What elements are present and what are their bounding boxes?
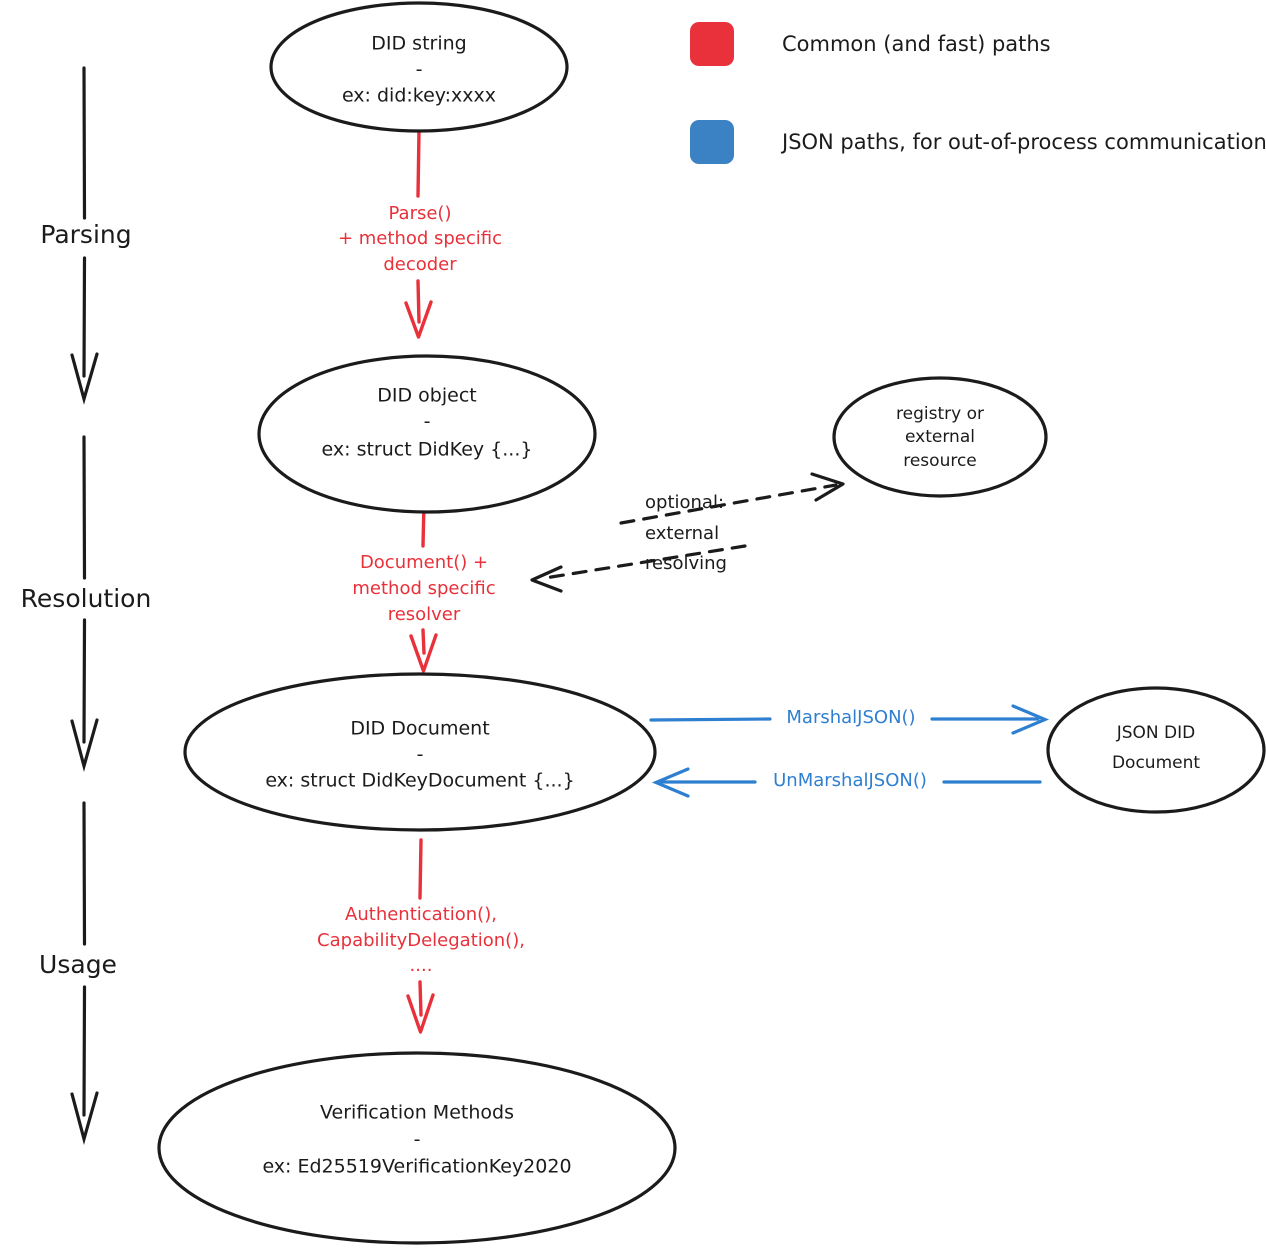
edge-document-arrowhead	[409, 633, 438, 673]
timeline-arrowhead-parsing	[70, 352, 99, 405]
node-did-string[interactable]: DID string - ex: did:key:xxxx	[269, 1, 569, 133]
node-did-object-example: ex: struct DidKey {...}	[322, 439, 533, 461]
edge-unmarshal-arrowhead	[651, 767, 690, 798]
node-registry[interactable]: registry or external resource	[832, 376, 1048, 498]
timeline-line-resolution-upper	[82, 435, 87, 580]
edge-document-label-line3: resolver	[388, 604, 461, 625]
node-verification-methods-example: ex: Ed25519VerificationKey2020	[262, 1156, 571, 1178]
edge-usage-arrowhead	[406, 993, 435, 1034]
node-did-object-title: DID object	[377, 385, 476, 407]
node-registry-line1: registry or	[896, 404, 984, 424]
node-registry-line2: external	[905, 427, 975, 447]
node-json-did-document-line2: Document	[1112, 753, 1200, 773]
edge-external-in-arrowhead	[530, 565, 563, 593]
edge-external-label-line1: optional:	[645, 492, 724, 513]
node-did-object-shape[interactable]	[257, 354, 597, 514]
node-did-string-shape[interactable]	[269, 1, 569, 133]
timeline-segment-usage: Usage	[39, 801, 117, 1146]
node-verification-methods[interactable]: Verification Methods - ex: Ed25519Verifi…	[157, 1051, 677, 1245]
timeline-label-parsing: Parsing	[40, 220, 131, 249]
edge-document: Document() + method specific resolver	[352, 500, 496, 673]
legend-item-json-paths: JSON paths, for out-of-process communica…	[690, 120, 1266, 164]
node-did-document-divider: -	[417, 744, 424, 766]
node-did-string-divider: -	[416, 59, 423, 81]
legend-label-json-paths: JSON paths, for out-of-process communica…	[782, 130, 1266, 154]
edge-parse-line-lower	[416, 279, 421, 324]
legend-swatch-blue	[690, 120, 734, 164]
edge-document-line-lower	[421, 628, 426, 655]
edge-parse: Parse() + method specific decoder	[338, 129, 502, 339]
timeline-line-parsing-lower	[82, 256, 87, 378]
edge-marshal-line-left	[649, 717, 772, 722]
node-json-did-document-line1: JSON DID	[1116, 723, 1196, 743]
edge-external-label-line3: resolving	[645, 553, 727, 574]
edge-usage-label-line3: ....	[410, 955, 433, 976]
node-did-document[interactable]: DID Document - ex: struct DidKeyDocument…	[183, 672, 657, 832]
timeline-segment-resolution: Resolution	[21, 435, 152, 773]
edge-usage: Authentication(), CapabilityDelegation()…	[317, 838, 525, 1034]
edge-unmarshal-json: UnMarshalJSON()	[651, 767, 1042, 798]
edge-document-label-line1: Document() +	[360, 552, 488, 573]
edge-external-label-line2: external	[645, 523, 719, 544]
edge-external-out-line	[619, 483, 838, 525]
node-did-string-title: DID string	[371, 33, 466, 55]
timeline-arrowhead-resolution	[70, 718, 99, 773]
timeline-label-resolution: Resolution	[21, 584, 152, 613]
node-registry-shape[interactable]	[832, 376, 1048, 498]
node-did-object-divider: -	[424, 411, 431, 433]
node-did-document-shape[interactable]	[183, 672, 657, 832]
node-did-document-example: ex: struct DidKeyDocument {...}	[265, 770, 574, 792]
edge-external-resolving: optional: external resolving	[530, 472, 845, 593]
node-json-did-document[interactable]: JSON DID Document	[1046, 686, 1266, 814]
edge-marshal-json: MarshalJSON()	[649, 704, 1050, 735]
timeline-line-parsing-upper	[82, 66, 87, 220]
node-did-string-example: ex: did:key:xxxx	[342, 85, 496, 107]
node-verification-methods-title: Verification Methods	[320, 1102, 514, 1124]
edge-marshal-arrowhead	[1011, 704, 1050, 735]
node-did-document-title: DID Document	[350, 718, 489, 740]
node-did-object[interactable]: DID object - ex: struct DidKey {...}	[257, 354, 597, 514]
node-registry-line3: resource	[903, 451, 977, 471]
legend-label-common-paths: Common (and fast) paths	[782, 32, 1051, 56]
node-json-did-document-shape[interactable]	[1046, 686, 1266, 814]
node-verification-methods-shape[interactable]	[157, 1051, 677, 1245]
timeline-line-usage-upper	[82, 801, 87, 946]
edge-usage-line-upper	[418, 838, 423, 900]
edge-parse-arrowhead	[404, 300, 433, 339]
timeline-line-resolution-lower	[82, 618, 87, 744]
edge-external-in-line	[543, 544, 747, 580]
edge-usage-label-line1: Authentication(),	[345, 904, 497, 925]
edge-marshal-label: MarshalJSON()	[786, 707, 915, 728]
edge-usage-label-line2: CapabilityDelegation(),	[317, 930, 525, 951]
legend-swatch-red	[690, 22, 734, 66]
edge-parse-label-line2: + method specific	[338, 228, 502, 249]
edge-parse-label-line3: decoder	[383, 254, 457, 275]
timeline-axis: Parsing Resolution Usage	[21, 66, 152, 1146]
edge-parse-label-line1: Parse()	[389, 203, 452, 224]
timeline-arrowhead-usage	[70, 1091, 99, 1146]
edge-document-label-line2: method specific	[352, 578, 495, 599]
legend-item-common-paths: Common (and fast) paths	[690, 22, 1250, 66]
timeline-label-usage: Usage	[39, 950, 117, 979]
timeline-segment-parsing: Parsing	[40, 66, 132, 405]
edge-parse-line-upper	[416, 129, 421, 198]
legend: Common (and fast) paths JSON paths, for …	[690, 22, 1266, 218]
timeline-line-usage-lower	[82, 985, 87, 1117]
edge-usage-line-lower	[418, 980, 423, 1017]
node-verification-methods-divider: -	[414, 1129, 421, 1151]
edge-unmarshal-label: UnMarshalJSON()	[773, 770, 927, 791]
edge-external-out-arrowhead	[810, 472, 845, 502]
